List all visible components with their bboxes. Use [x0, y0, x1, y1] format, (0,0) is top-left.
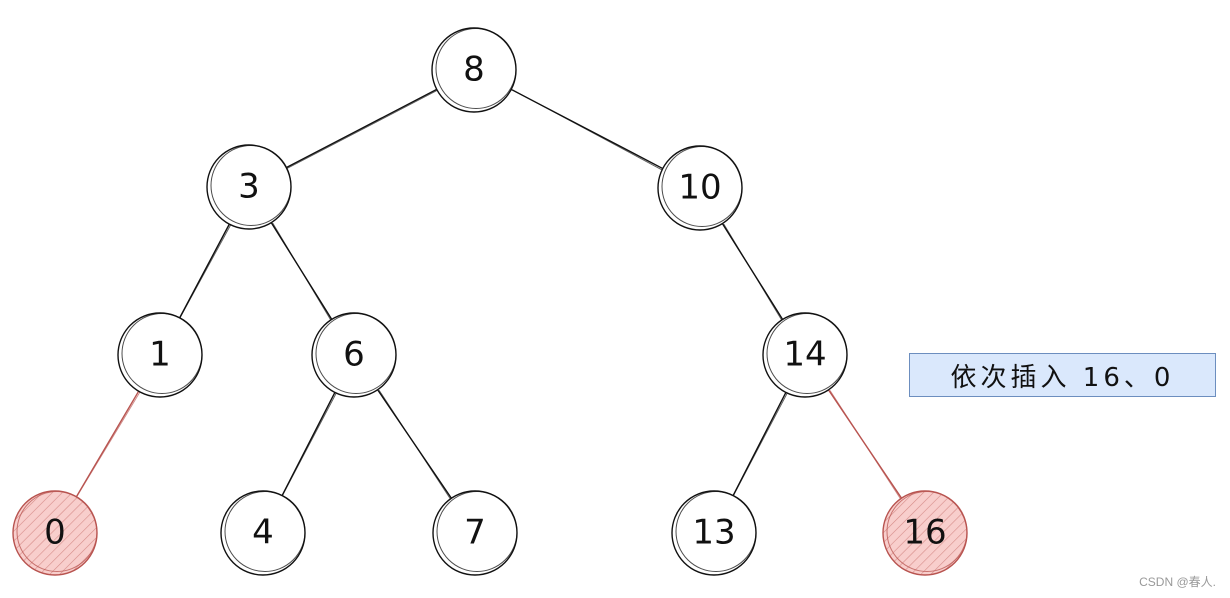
edge-n3-n1 [178, 223, 232, 320]
node-7: 7 [432, 490, 518, 576]
edge-n6-n7 [376, 389, 453, 501]
node-label: 6 [343, 335, 365, 375]
node-label: 4 [252, 513, 274, 553]
node-8: 8 [431, 27, 517, 113]
node-6: 6 [311, 312, 397, 398]
node-label: 14 [783, 335, 826, 375]
node-label: 1 [149, 335, 171, 375]
watermark: CSDN @春人. [1139, 575, 1216, 589]
node-label: 0 [44, 513, 66, 553]
node-13: 13 [671, 490, 757, 576]
node-10: 10 [657, 145, 743, 231]
node-3: 3 [206, 144, 292, 230]
node-label: 7 [464, 513, 486, 553]
node-14: 14 [762, 312, 848, 398]
edge-n10-n14 [721, 222, 784, 322]
edge-n8-n3 [285, 88, 439, 170]
insertion-note-text: 依次插入 16、0 [950, 362, 1175, 393]
node-label: 8 [463, 50, 485, 90]
node-label: 10 [678, 168, 721, 208]
edge-n1-n0 [75, 390, 141, 499]
insertion-note: 依次插入 16、0 [909, 353, 1216, 397]
node-4: 4 [220, 490, 306, 576]
node-label: 16 [903, 513, 946, 553]
node-0: 0 [12, 490, 98, 576]
edge-n3-n6 [270, 221, 333, 322]
edge-n14-n16 [827, 389, 903, 500]
node-label: 3 [238, 167, 260, 207]
edge-n8-n10 [510, 88, 664, 171]
edge-n6-n4 [281, 391, 337, 498]
node-1: 1 [117, 312, 203, 398]
node-label: 13 [692, 513, 735, 553]
edge-n14-n13 [732, 391, 788, 498]
node-16: 16 [882, 490, 968, 576]
